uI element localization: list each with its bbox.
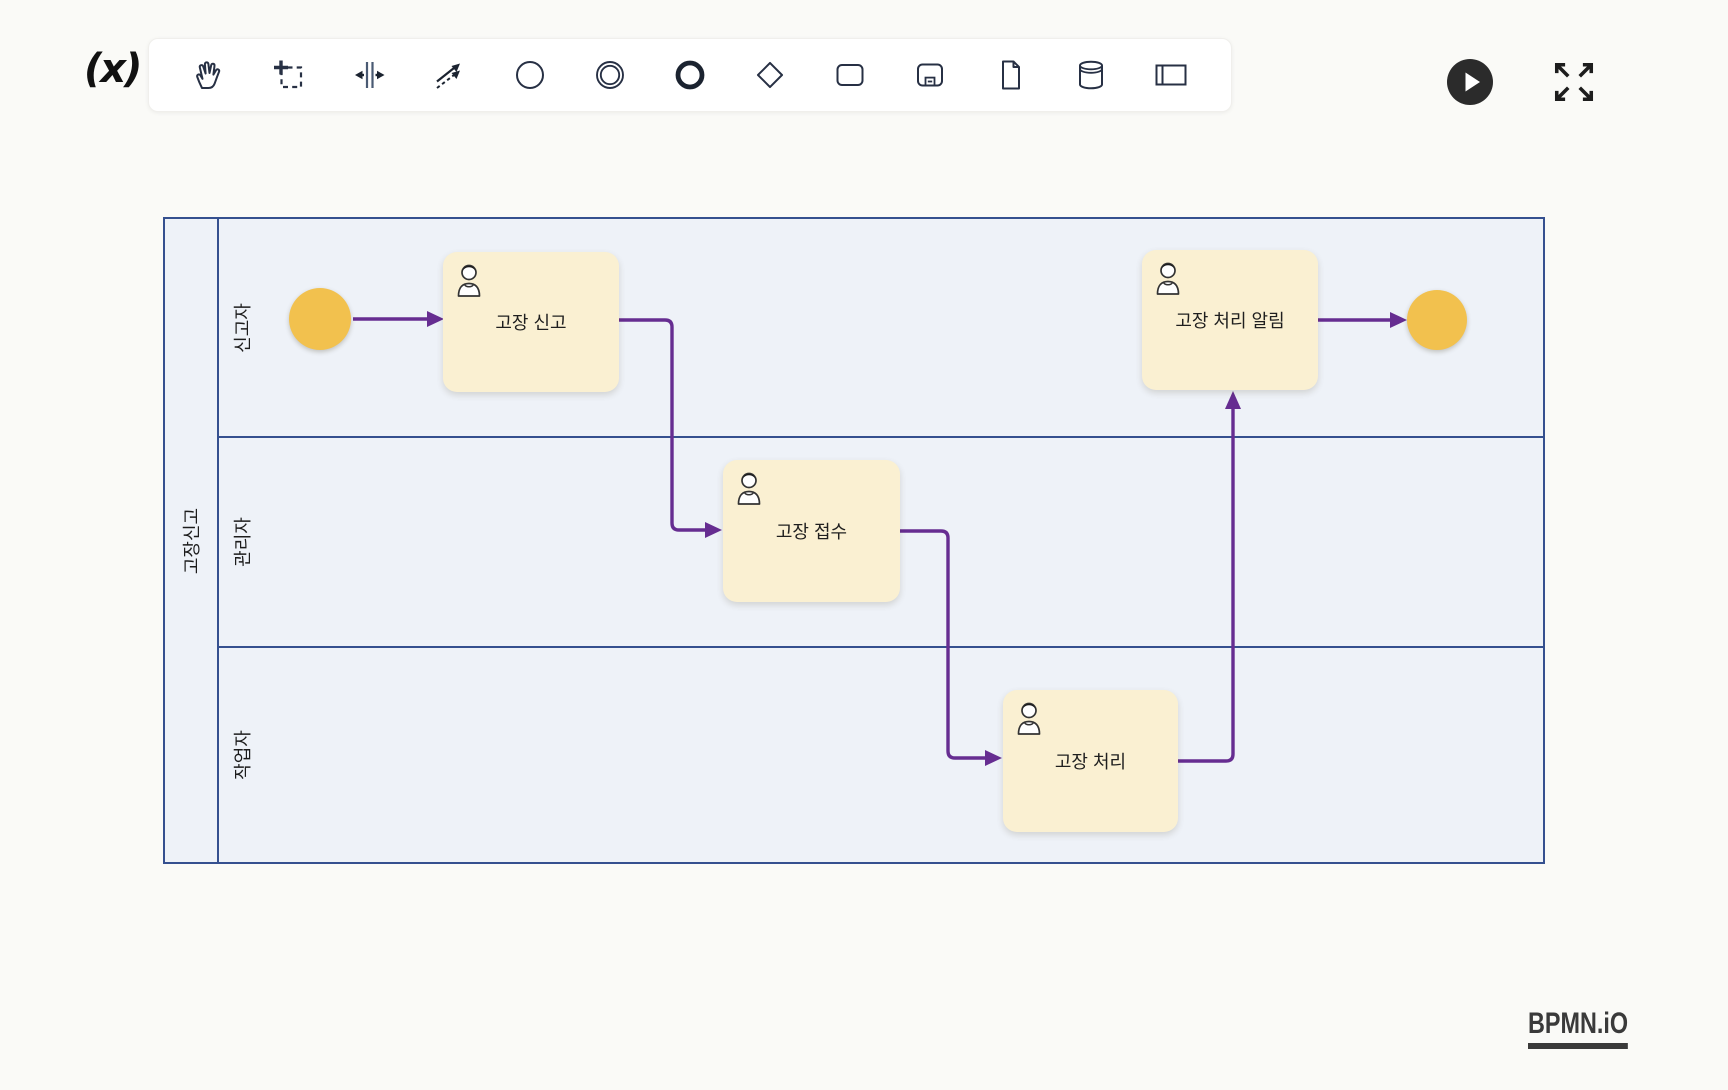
create-intermediate-event-button[interactable] (590, 55, 630, 95)
lane-manager[interactable]: 관리자 (219, 436, 1543, 646)
task-fault-report[interactable]: 고장 신고 (443, 252, 619, 392)
task-label: 고장 처리 (1054, 752, 1127, 772)
space-tool-icon (350, 56, 388, 94)
user-icon (734, 469, 764, 511)
user-icon (1153, 259, 1183, 301)
sequence-flow-2[interactable] (618, 318, 722, 538)
pool-label: 고장신고 (182, 507, 202, 574)
hand-tool-button[interactable] (189, 55, 229, 95)
participant-icon (1152, 56, 1190, 94)
sequence-flow-3[interactable] (899, 529, 1002, 766)
lasso-icon (270, 56, 308, 94)
lane-reporter-header: 신고자 (219, 219, 265, 436)
pool-header[interactable]: 고장신고 (165, 219, 219, 862)
task-fault-reception[interactable]: 고장 접수 (723, 460, 900, 602)
lane-set: 신고자 관리자 작업자 (219, 219, 1543, 862)
task-fault-handling[interactable]: 고장 처리 (1003, 690, 1178, 832)
play-button[interactable] (1446, 58, 1494, 106)
task-label: 고장 처리 알림 (1175, 311, 1285, 331)
create-gateway-button[interactable] (750, 55, 790, 95)
create-participant-button[interactable] (1151, 55, 1191, 95)
app-logo: (x) (84, 46, 142, 92)
start-event-icon (511, 56, 549, 94)
end-event[interactable] (1407, 290, 1467, 350)
hand-icon (190, 56, 228, 94)
bpmnio-watermark-link[interactable]: BPMN.iO (1528, 1006, 1629, 1049)
lane-manager-header: 관리자 (219, 438, 265, 646)
sequence-flow-4[interactable] (1177, 391, 1241, 763)
lane-worker[interactable]: 작업자 (219, 646, 1543, 862)
toolbar (148, 38, 1232, 112)
lane-label: 작업자 (233, 730, 253, 780)
data-object-icon (992, 56, 1030, 94)
data-store-icon (1072, 56, 1110, 94)
user-icon (1014, 699, 1044, 741)
connect-arrows-icon (430, 56, 468, 94)
space-tool-button[interactable] (349, 55, 389, 95)
lasso-tool-button[interactable] (269, 55, 309, 95)
intermediate-event-icon (591, 56, 629, 94)
create-data-store-button[interactable] (1071, 55, 1111, 95)
fullscreen-button[interactable] (1551, 59, 1597, 105)
fullscreen-icon (1551, 62, 1597, 108)
lane-reporter[interactable]: 신고자 (219, 219, 1543, 436)
gateway-icon (751, 56, 789, 94)
subprocess-icon (911, 56, 949, 94)
sequence-flow-5[interactable] (1317, 312, 1407, 328)
user-icon (454, 261, 484, 303)
end-event-icon (671, 56, 709, 94)
start-event[interactable] (289, 288, 351, 350)
create-task-button[interactable] (830, 55, 870, 95)
lane-label: 신고자 (233, 302, 253, 353)
lane-label: 관리자 (233, 517, 253, 567)
create-end-event-button[interactable] (670, 55, 710, 95)
task-label: 고장 접수 (775, 522, 848, 542)
task-fault-handling-notice[interactable]: 고장 처리 알림 (1142, 250, 1318, 390)
sequence-flow-1[interactable] (353, 311, 444, 327)
create-subprocess-button[interactable] (910, 55, 950, 95)
create-start-event-button[interactable] (510, 55, 550, 95)
global-connect-tool-button[interactable] (429, 55, 469, 95)
task-label: 고장 신고 (495, 313, 567, 333)
task-icon (831, 56, 869, 94)
play-icon (1446, 59, 1494, 109)
create-data-object-button[interactable] (991, 55, 1031, 95)
lane-worker-header: 작업자 (219, 648, 265, 862)
